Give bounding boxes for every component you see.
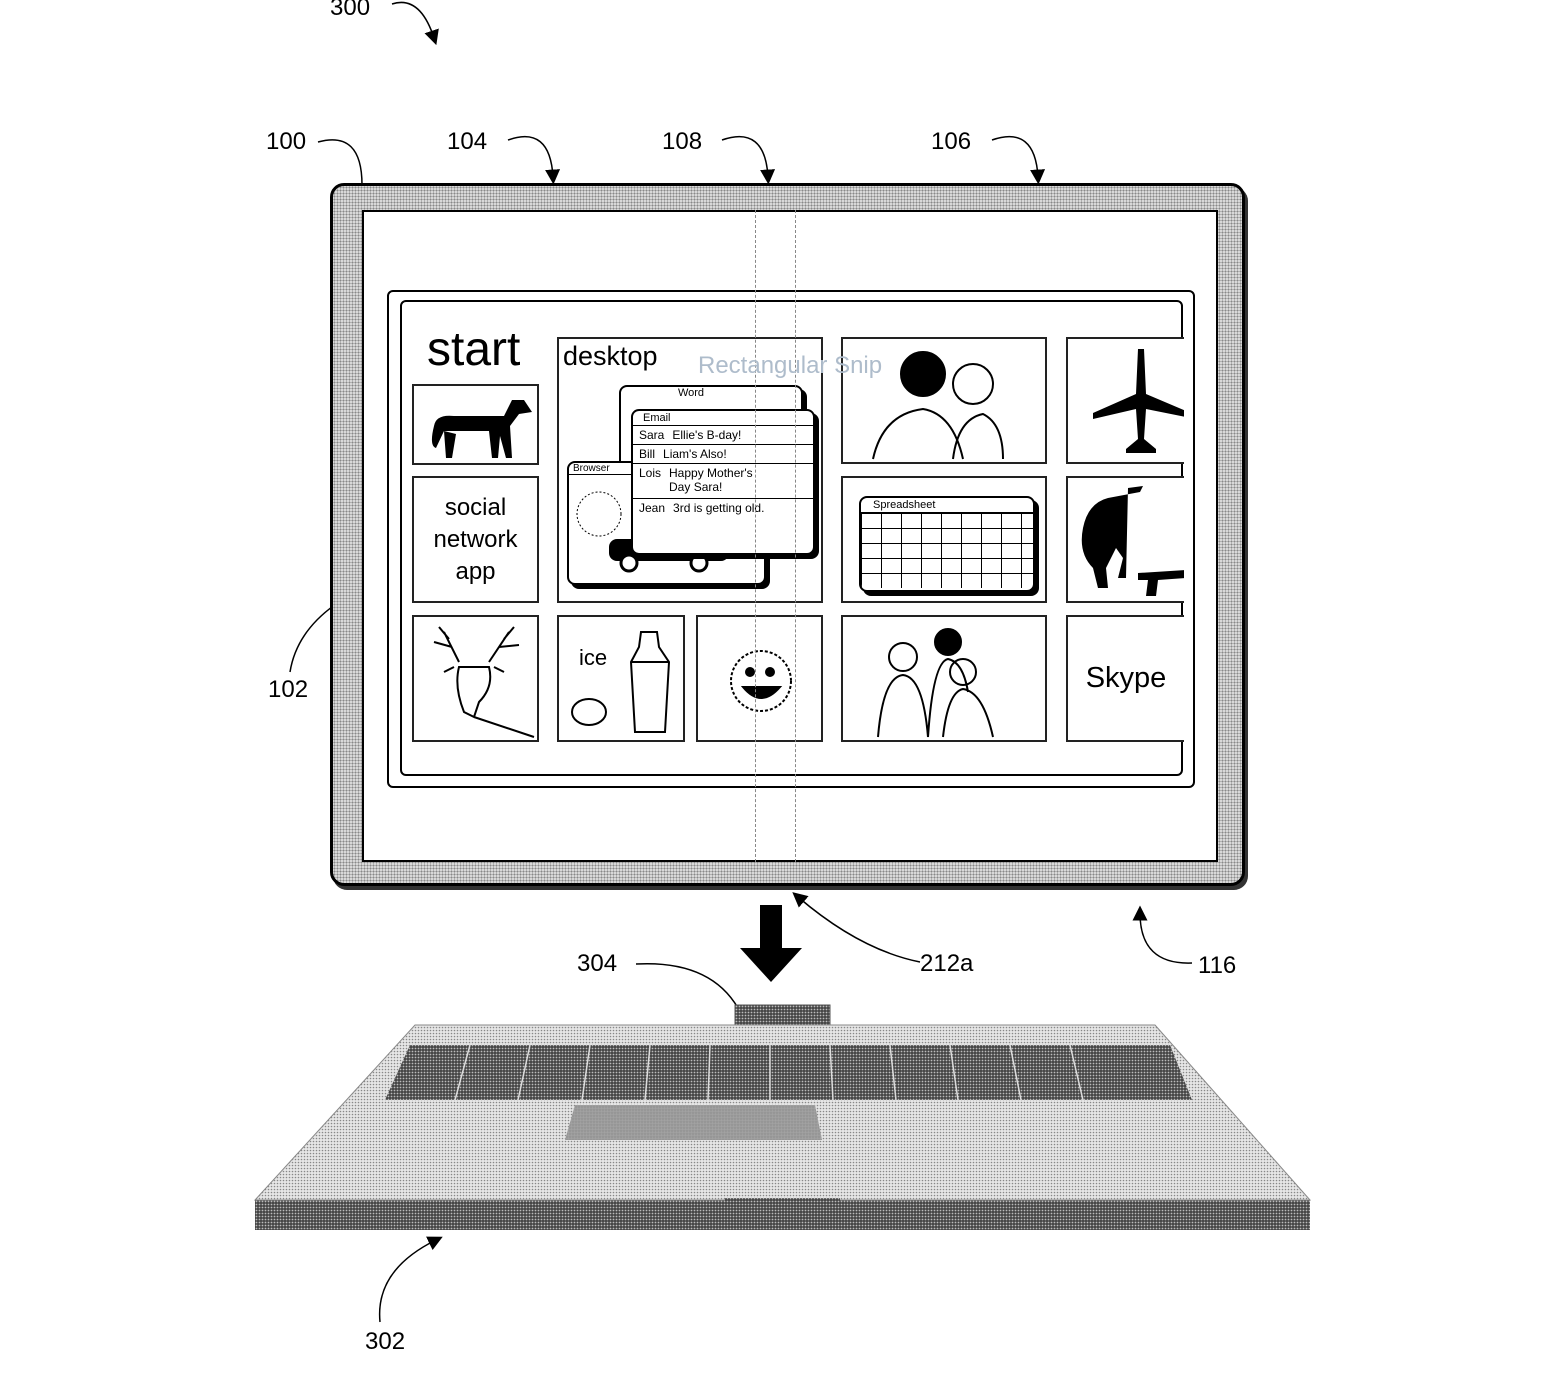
hinge-line [755, 210, 756, 862]
tile-spreadsheet[interactable]: Spreadsheet [841, 476, 1047, 603]
touchpad [565, 1105, 822, 1140]
spreadsheet-window: Spreadsheet [859, 496, 1035, 592]
tile-monkey-game[interactable] [1066, 476, 1184, 603]
tile-label: Skype [1085, 662, 1167, 694]
base-front-edge [255, 1200, 1310, 1230]
email-window-title: Email [643, 412, 671, 424]
tile-label: social network app [433, 493, 518, 585]
ref-label-300: 300 [330, 0, 371, 21]
start-screen-frame [387, 290, 1195, 788]
shaker-lemon-icon [571, 631, 671, 733]
spreadsheet-grid [861, 513, 1033, 588]
ref-label-106: 106 [931, 128, 972, 155]
keyboard-keys [385, 1045, 1192, 1100]
tile-label: ice [579, 645, 608, 670]
deer-icon [433, 626, 535, 738]
ref-label-108: 108 [662, 128, 703, 155]
ref-label-104: 104 [447, 128, 488, 155]
tile-sun[interactable] [696, 615, 823, 742]
dog-icon [431, 400, 532, 458]
start-title: start [427, 323, 521, 376]
family-photo [877, 628, 994, 738]
hinge-line [795, 210, 796, 862]
ref-label-102: 102 [268, 676, 309, 703]
ref-label-304: 304 [577, 950, 618, 977]
airplane-icon [1093, 349, 1184, 453]
ref-label-212a: 212a [920, 950, 974, 977]
base-latch [725, 1198, 840, 1206]
tile-ice[interactable]: ice [557, 615, 685, 742]
ref-label-302: 302 [365, 1328, 406, 1355]
ref-label-116: 116 [1198, 952, 1237, 979]
ref-label-100: 100 [266, 128, 307, 155]
tile-dog[interactable] [412, 384, 539, 465]
monkey-game-icon [1081, 486, 1184, 596]
spreadsheet-title: Spreadsheet [861, 498, 1033, 513]
sun-face-icon [730, 650, 792, 712]
word-window-title: Word [677, 387, 705, 399]
tile-skype[interactable]: Skype [1066, 615, 1184, 742]
father-son-photo [872, 351, 1004, 460]
tile-photo[interactable] [841, 337, 1047, 464]
tile-label: desktop [563, 341, 658, 371]
tile-airplane[interactable] [1066, 337, 1184, 464]
tile-family[interactable] [841, 615, 1047, 742]
tile-social-network-app[interactable]: social network app [412, 476, 539, 603]
tile-deer[interactable] [412, 615, 539, 742]
